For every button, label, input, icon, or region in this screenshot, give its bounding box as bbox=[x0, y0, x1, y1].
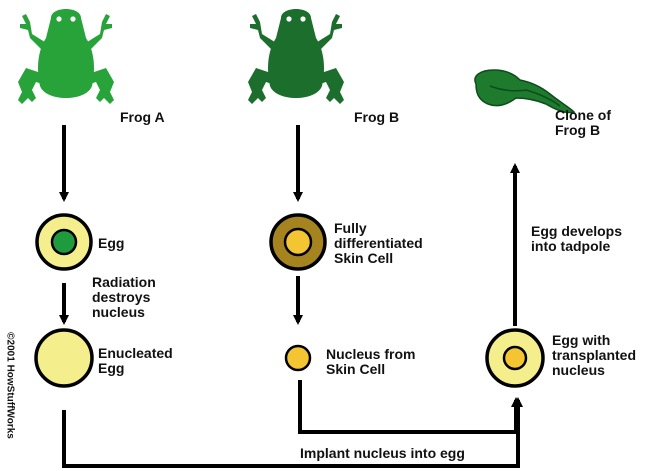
frog-b-icon bbox=[248, 9, 344, 104]
label-enucleated: Enucleated Egg bbox=[98, 345, 173, 376]
egg-transplant-icon bbox=[485, 328, 545, 388]
label-egg-transplant: Egg with transplanted nucleus bbox=[552, 332, 637, 378]
nucleus-icon bbox=[284, 344, 312, 372]
label-clone: Clone of Frog B bbox=[555, 107, 611, 138]
egg-icon bbox=[35, 213, 93, 271]
label-frog-a: Frog A bbox=[120, 109, 165, 125]
label-implant: Implant nucleus into egg bbox=[300, 445, 465, 461]
tadpole-clone-icon bbox=[474, 69, 576, 114]
frog-eyes bbox=[56, 16, 306, 22]
copyright-notice: ©2001 HowStuffWorks bbox=[4, 332, 16, 439]
skin-cell-icon bbox=[269, 213, 327, 271]
arrow-nucleus-to-egg bbox=[298, 380, 521, 434]
frog-a-icon bbox=[18, 9, 114, 104]
enucleated-egg-icon bbox=[34, 328, 94, 388]
label-skin-cell: Fully differentiated Skin Cell bbox=[334, 220, 423, 266]
label-egg: Egg bbox=[98, 235, 125, 251]
label-nucleus: Nucleus from Skin Cell bbox=[326, 346, 416, 377]
label-develops: Egg develops into tadpole bbox=[531, 223, 623, 254]
arrow-enucleated-to-egg bbox=[62, 397, 523, 468]
label-radiation: Radiation destroys nucleus bbox=[92, 274, 156, 320]
label-frog-b: Frog B bbox=[354, 109, 400, 125]
